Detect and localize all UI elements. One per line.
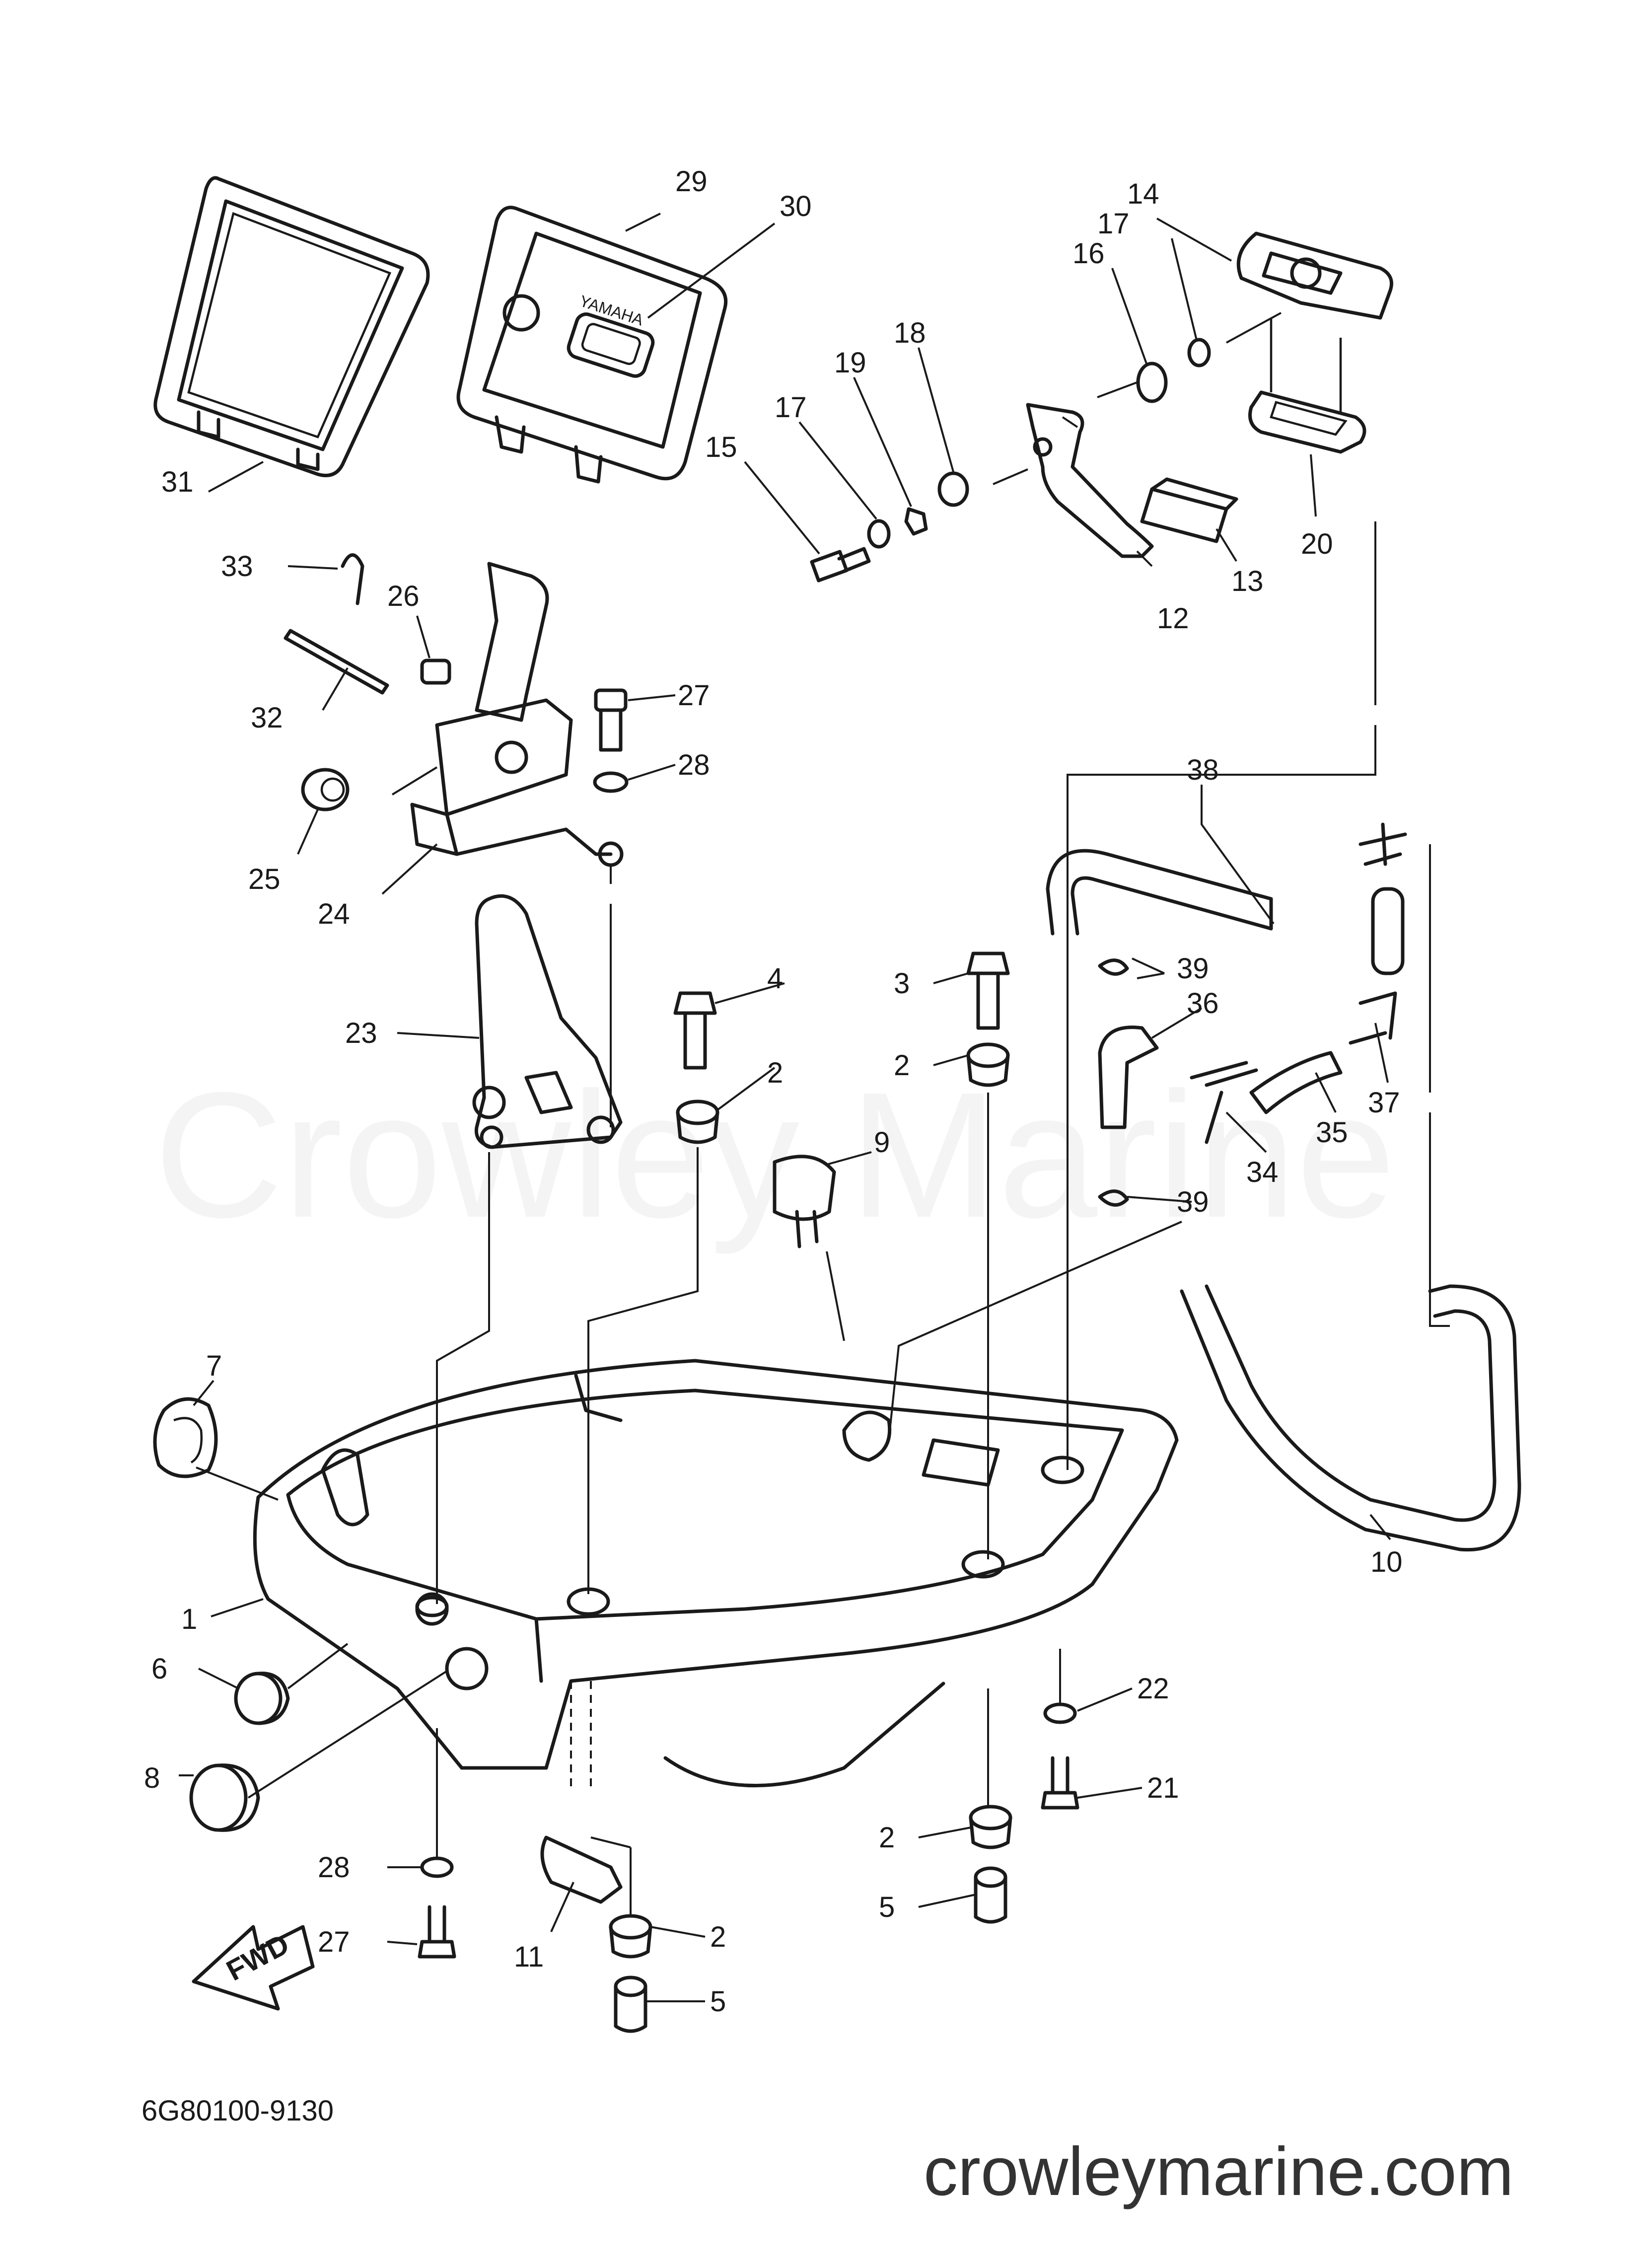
callout-13: 13 [1231, 565, 1264, 597]
callout-3: 3 [894, 967, 910, 1000]
callout-34: 34 [1246, 1156, 1279, 1188]
callout-22: 22 [1137, 1673, 1169, 1705]
part-10-hose [1205, 1284, 1497, 1522]
callout-5a: 5 [879, 1891, 895, 1923]
part-35-hose [1249, 1051, 1343, 1114]
callout-17b: 17 [775, 391, 807, 424]
part-31-frame-gasket [153, 176, 430, 477]
callout-23: 23 [345, 1017, 377, 1049]
callout-24: 24 [318, 898, 350, 930]
part-20-grommet [1248, 318, 1366, 454]
callout-9: 9 [874, 1126, 890, 1159]
callout-1: 1 [181, 1603, 197, 1635]
callout-4: 4 [767, 962, 783, 995]
callout-39b: 39 [1177, 1186, 1209, 1218]
drawing-code: 6G80100-9130 [142, 2095, 334, 2127]
part-11-clamp [540, 1835, 623, 1904]
assembly-lines [391, 312, 1450, 1917]
part-39-clip-a [1098, 958, 1129, 976]
callout-20: 20 [1301, 528, 1333, 560]
callout-8: 8 [144, 1762, 160, 1794]
callout-7: 7 [206, 1350, 222, 1382]
part-17-washer-b [867, 519, 891, 549]
callout-6: 6 [151, 1653, 167, 1685]
part-37-connector [1349, 822, 1407, 1045]
callout-16: 16 [1072, 237, 1105, 270]
callout-36: 36 [1187, 987, 1219, 1020]
callout-14: 14 [1127, 178, 1159, 210]
callout-39a: 39 [1177, 952, 1209, 985]
part-8-plug [189, 1763, 260, 1832]
callout-2c: 2 [879, 1822, 895, 1854]
part-39-clip-b [1098, 1189, 1129, 1207]
callout-38: 38 [1187, 754, 1219, 786]
part-18-bushing [937, 471, 969, 507]
part-23-link-plate [472, 894, 623, 1149]
site-url: crowleymarine.com [924, 2133, 1514, 2210]
callout-10: 10 [1370, 1546, 1403, 1578]
part-12-bracket-arm [1026, 403, 1154, 558]
part-36-elbow [1098, 1025, 1159, 1129]
callout-2d: 2 [710, 1921, 726, 1953]
callout-35: 35 [1316, 1116, 1348, 1149]
callout-25: 25 [248, 863, 281, 895]
callout-28b: 28 [318, 1851, 350, 1884]
callout-11: 11 [514, 1941, 544, 1973]
callout-32: 32 [251, 702, 283, 734]
part-1-lower-cowling [253, 1359, 1179, 1788]
callout-37: 37 [1368, 1087, 1400, 1119]
callout-31: 31 [161, 466, 194, 498]
part-3-bolt [966, 951, 1010, 1030]
part-22-washer [1043, 1702, 1077, 1724]
part-2-grommet-c [969, 1805, 1012, 1849]
callout-27a: 27 [678, 679, 710, 712]
part-9-switch [773, 1155, 836, 1248]
part-25-grommet [301, 768, 350, 811]
callout-15: 15 [705, 431, 737, 463]
callout-28a: 28 [678, 749, 710, 781]
callout-12: 12 [1157, 602, 1189, 635]
callout-21: 21 [1147, 1772, 1179, 1804]
callout-2b: 2 [894, 1049, 910, 1082]
callout-29: 29 [675, 165, 708, 198]
callout-5b: 5 [710, 1985, 726, 2018]
callout-27b: 27 [318, 1926, 350, 1958]
part-4-bolt [673, 991, 717, 1070]
part-6-plug [234, 1672, 290, 1725]
callout-26: 26 [387, 580, 420, 612]
leader-lines [179, 213, 1391, 2002]
watermark-text: Crowley Marine [154, 1055, 1396, 1256]
callout-2a: 2 [767, 1057, 783, 1089]
part-2-grommet-a [676, 1099, 719, 1144]
part-7-grommet [153, 1397, 218, 1478]
part-32-pin [284, 629, 389, 695]
part-21-bolt [1041, 1756, 1079, 1810]
callout-19: 19 [834, 347, 866, 379]
part-14-bracket [1236, 231, 1393, 320]
part-5-collar-a [974, 1866, 1007, 1924]
callout-18: 18 [894, 317, 926, 349]
part-16-grommet [1136, 362, 1168, 403]
part-27-bolt-upper [594, 688, 628, 752]
part-26-collar [420, 658, 451, 685]
part-24-lever-assembly [410, 562, 624, 867]
callout-17a: 17 [1097, 208, 1130, 240]
part-13-block [1140, 477, 1238, 543]
part-38-hose [1071, 876, 1273, 936]
callout-30: 30 [780, 190, 812, 222]
callout-33: 33 [221, 550, 253, 583]
part-17-washer-a [1187, 338, 1211, 367]
part-27-bolt-lower [418, 1905, 456, 1959]
part-15-bolt [810, 547, 871, 583]
part-33-cotter-pin [341, 553, 364, 605]
part-34-tee [1190, 1061, 1258, 1144]
part-28-washer-upper [593, 771, 629, 793]
part-19-nut [904, 507, 928, 536]
part-5-collar-b [614, 1975, 647, 2033]
